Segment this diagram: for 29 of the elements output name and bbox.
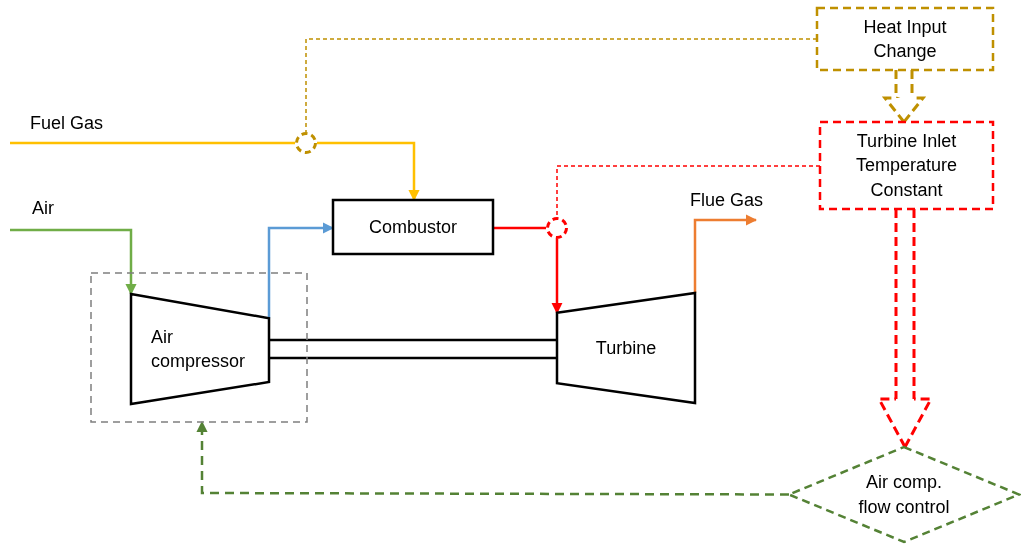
stream-label: Air [32,198,54,219]
flow-arrow [551,239,563,314]
stream-label: Flue Gas [690,188,764,213]
process-box [820,122,993,209]
valve-circle [546,217,568,239]
turbine-shape [557,293,695,403]
node-label: Combustor [368,215,458,239]
node-label: Air comp. flow control [857,471,951,519]
connector-line [556,165,821,218]
node-label: Air compressor [151,325,247,373]
flow-arrow [317,141,420,202]
node-label: Turbine Inlet Temperature Constant [854,130,959,202]
node-label: Heat Input Change [862,15,948,63]
process-box [817,8,993,70]
stream-label: Fuel Gas [30,113,104,134]
flow-arrow [693,214,758,293]
process-box [333,200,493,254]
connector-line [305,38,818,133]
flow-arrow [196,420,789,496]
flow-arrow [267,222,335,319]
node-label: Turbine [594,336,658,360]
control-boundary-box [91,273,307,422]
valve-circle [295,132,317,154]
connector-line [493,226,546,230]
flow-arrow [10,228,137,296]
shaft-lines [267,338,559,360]
compressor-shape [131,294,269,404]
connector-line [10,141,295,145]
decision-diamond [789,447,1019,542]
